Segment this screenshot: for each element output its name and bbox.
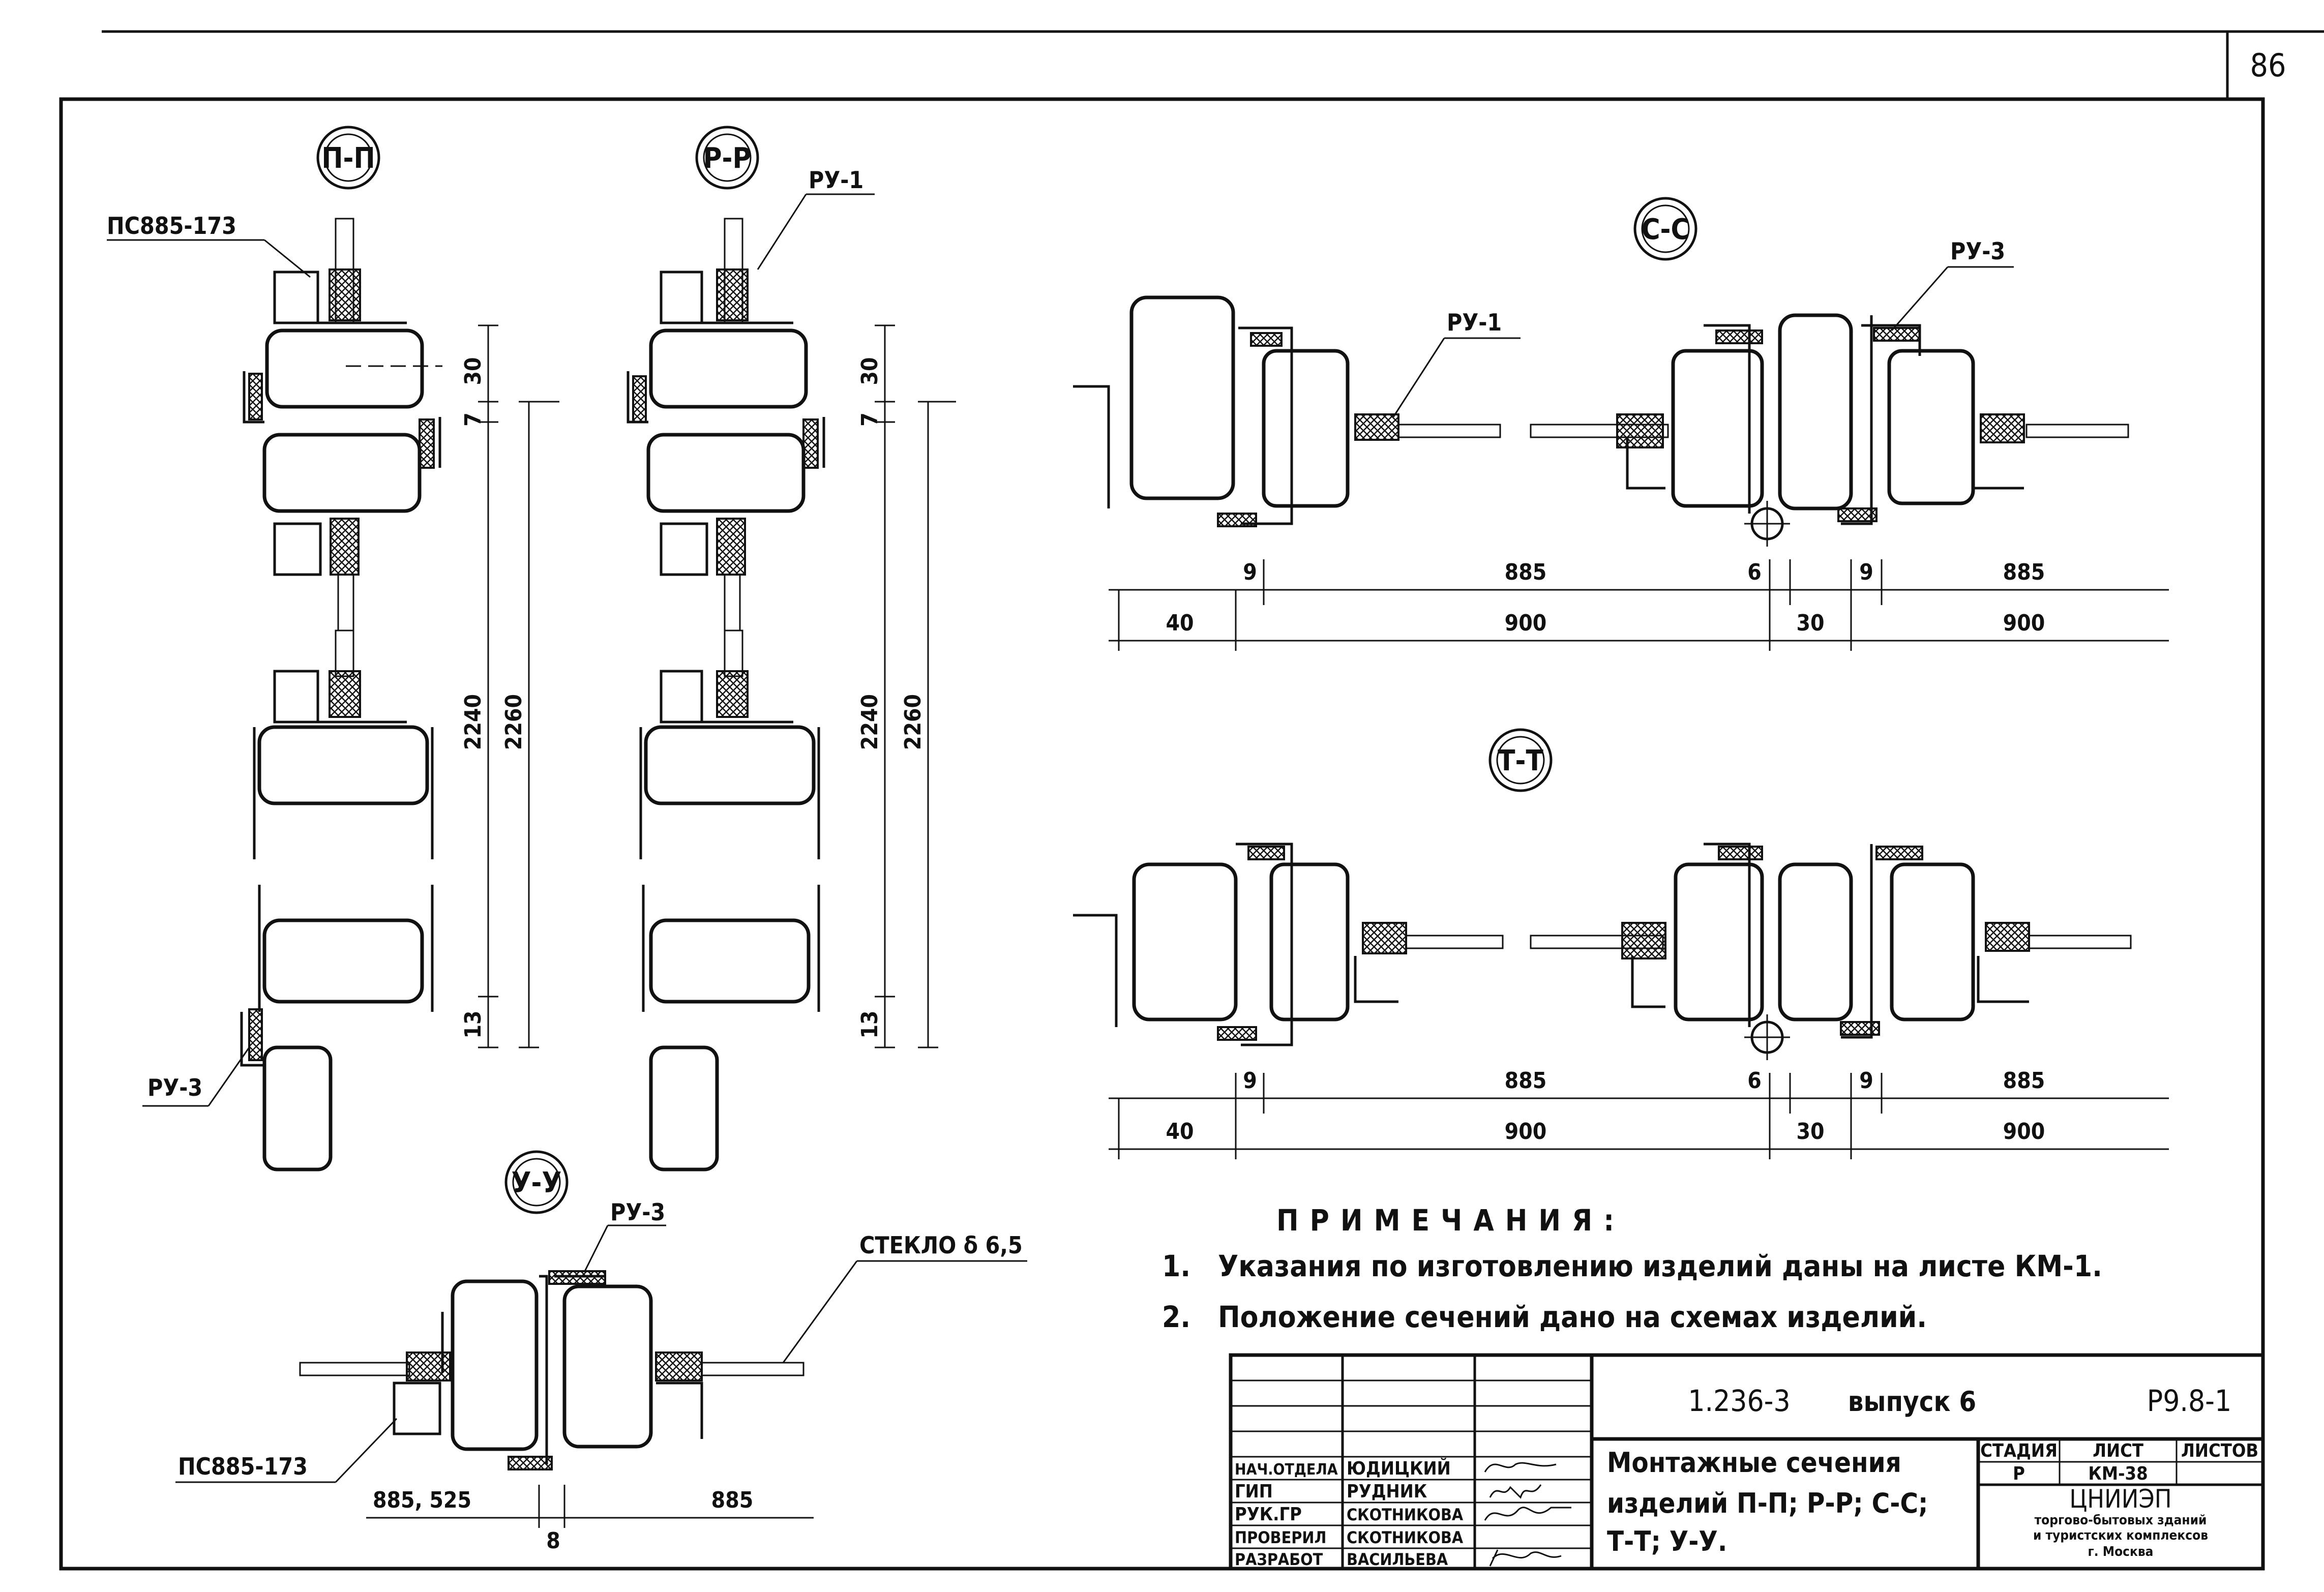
- tb-issue: выпуск 6: [1848, 1386, 1976, 1418]
- section-ss: С-С РУ-1 РУ-3: [1073, 197, 2169, 651]
- dim-rr-30: 30: [857, 357, 883, 385]
- section-pp-label: П-П: [321, 142, 375, 175]
- dim-tt-885a: 885: [1505, 1068, 1547, 1094]
- section-uu-label: У-У: [512, 1166, 562, 1199]
- tb-sheet: КМ-38: [2088, 1463, 2148, 1484]
- dim-uu-885: 885: [711, 1487, 754, 1513]
- sheet-frame: [59, 30, 2324, 1571]
- section-ss-label: С-С: [1642, 213, 1690, 246]
- notes-heading: ПРИМЕЧАНИЯ:: [1276, 1203, 1625, 1238]
- dim-pp-2260: 2260: [501, 694, 527, 750]
- dim-pp-30: 30: [460, 357, 486, 385]
- dim-ss-9b: 9: [1859, 559, 1873, 585]
- tb-name-1: ЮДИЦКИЙ: [1347, 1458, 1451, 1479]
- dim-ss-885a: 885: [1505, 559, 1547, 585]
- tb-role-2: ГИП: [1235, 1481, 1273, 1502]
- notes: ПРИМЕЧАНИЯ: 1. Указания по изготовлению …: [1162, 1203, 2102, 1334]
- dim-tt-9b: 9: [1859, 1068, 1873, 1094]
- tb-org-sub2: и туристских комплексов: [2033, 1528, 2208, 1543]
- signature-2: [1489, 1484, 1542, 1499]
- tb-name-4: СКОТНИКОВА: [1347, 1528, 1464, 1547]
- label-ru1-ss: РУ-1: [1447, 309, 1502, 336]
- dim-ss-900a: 900: [1505, 610, 1547, 636]
- tb-name-5: ВАСИЛЬЕВА: [1347, 1550, 1448, 1569]
- section-tt: Т-Т 9 885: [1073, 728, 2169, 1159]
- tb-doc-code: 1.236-3: [1688, 1384, 1790, 1418]
- note-1-text: Указания по изготовлению изделий даны на…: [1218, 1249, 2102, 1283]
- section-tt-label: Т-Т: [1498, 744, 1543, 777]
- dim-tt-900b: 900: [2003, 1119, 2045, 1145]
- note-2-num: 2.: [1162, 1300, 1190, 1334]
- section-pp: П-П ПС885-173 РУ-3: [107, 126, 559, 1172]
- label-glass: СТЕКЛО δ 6,5: [859, 1231, 1023, 1259]
- tb-name-3: СКОТНИКОВА: [1347, 1505, 1464, 1524]
- dim-rr-2240: 2240: [857, 694, 883, 750]
- label-ru1-rr: РУ-1: [809, 166, 863, 194]
- label-ps885-bottom: ПС885-173: [178, 1453, 308, 1480]
- note-1-num: 1.: [1162, 1249, 1190, 1283]
- dim-pp-13: 13: [460, 1010, 486, 1038]
- page-number: 86: [2250, 47, 2286, 84]
- tb-org-city: г. Москва: [2088, 1544, 2154, 1559]
- label-ru3-pp: РУ-3: [147, 1074, 202, 1101]
- dim-tt-9a: 9: [1243, 1068, 1257, 1094]
- dim-ss-30: 30: [1796, 610, 1824, 636]
- signature-4: [1489, 1549, 1562, 1567]
- dim-ss-9a: 9: [1243, 559, 1257, 585]
- tb-stage-label: СТАДИЯ: [1980, 1440, 2058, 1461]
- signature-1: [1484, 1462, 1557, 1473]
- tb-sheet-label: ЛИСТ: [2093, 1440, 2143, 1461]
- dim-rr-7: 7: [857, 412, 883, 427]
- dim-ss-40: 40: [1166, 610, 1194, 636]
- section-uu: У-У РУ-3 СТЕКЛО δ 6,5 ПС885-173 885, 525…: [175, 1150, 1027, 1554]
- tb-title-2: изделий П-П; Р-Р; С-С;: [1607, 1487, 1928, 1519]
- dim-tt-6: 6: [1747, 1068, 1762, 1094]
- dim-rr-13: 13: [857, 1010, 883, 1038]
- dim-ss-6: 6: [1747, 559, 1762, 585]
- tb-title-1: Монтажные сечения: [1607, 1447, 1901, 1479]
- dim-tt-40: 40: [1166, 1119, 1194, 1145]
- tb-sheets-label: ЛИСТОВ: [2181, 1440, 2258, 1461]
- dim-ss-885b: 885: [2003, 559, 2045, 585]
- title-block: 1.236-3 выпуск 6 Р9.8-1 Монтажные сечени…: [1229, 1353, 2265, 1571]
- dim-tt-885b: 885: [2003, 1068, 2045, 1094]
- dim-tt-900a: 900: [1505, 1119, 1547, 1145]
- section-rr-label: Р-Р: [703, 142, 752, 175]
- tb-name-2: РУДНИК: [1347, 1481, 1427, 1502]
- tb-role-4: ПРОВЕРИЛ: [1235, 1528, 1326, 1547]
- dim-rr-2260: 2260: [900, 694, 926, 750]
- dim-pp-2240: 2240: [460, 694, 486, 750]
- dim-uu-885-525: 885, 525: [373, 1487, 471, 1513]
- tb-org-sub1: торгово-бытовых зданий: [2035, 1513, 2207, 1528]
- label-ru3-uu: РУ-3: [610, 1198, 665, 1226]
- tb-role-5: РАЗРАБОТ: [1235, 1550, 1323, 1569]
- signature-3: [1484, 1507, 1571, 1521]
- dim-ss-900b: 900: [2003, 610, 2045, 636]
- tb-role-3: РУК.ГР: [1235, 1504, 1302, 1525]
- tb-stage: Р: [2013, 1463, 2025, 1484]
- note-2-text: Положение сечений дано на схемах изделий…: [1218, 1300, 1927, 1334]
- tb-org: ЦНИИЭП: [2069, 1484, 2171, 1514]
- section-rr: Р-Р РУ-1 30: [627, 126, 956, 1172]
- tb-role-1: НАЧ.ОТДЕЛА: [1235, 1461, 1338, 1479]
- label-ps885-top: ПС885-173: [107, 212, 236, 239]
- dim-pp-7: 7: [460, 412, 486, 427]
- dim-tt-30: 30: [1796, 1119, 1824, 1145]
- tb-title-3: Т-Т; У-У.: [1607, 1525, 1727, 1557]
- label-ru3-ss: РУ-3: [1950, 237, 2005, 265]
- tb-sheet-code: Р9.8-1: [2147, 1384, 2231, 1418]
- dim-uu-8: 8: [546, 1528, 560, 1554]
